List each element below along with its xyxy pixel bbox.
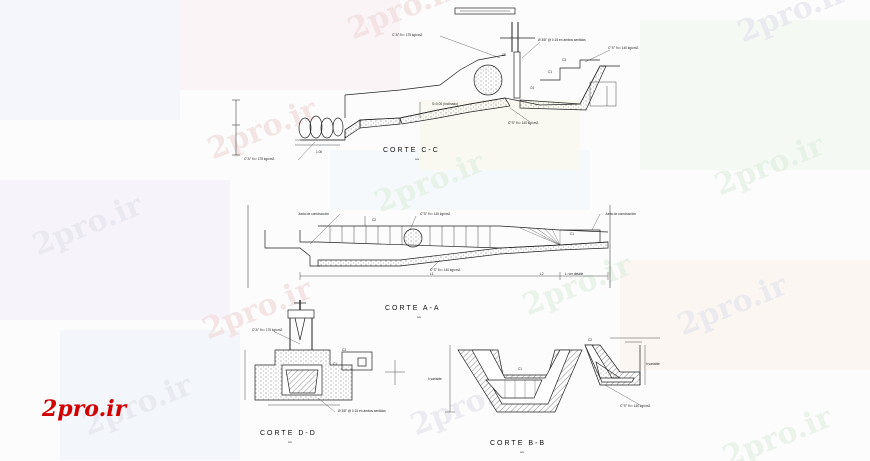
riprap-stone [298,117,312,139]
section-aa [247,205,611,288]
aa-dim-detail: L: ver detalle [565,272,584,276]
section-scale-bb: s/e [520,450,525,454]
brand-logo[interactable]: 2pro.ir [42,396,127,422]
aa-level-c1: C1 [570,232,575,236]
aa-dim-l2: L2 [540,272,544,276]
bb-right-dim: h variable [646,362,660,366]
bb-level-c1: C1 [518,367,523,371]
cc-concrete-left-note: C°A° f'c= 175 kg/cm2. [244,157,276,161]
section-title-dd: CORTE D-D [260,430,317,437]
aa-level-c2: C2 [372,218,377,222]
gate-block [473,64,503,96]
gate-block [403,228,423,248]
cc-level-c5: C5 [502,53,507,57]
leader-lines [274,35,641,413]
section-scale-cc: s/e [415,157,420,161]
cc-concrete-bottom-note: C°S° f'c= 140 kg/cm2. [508,121,540,125]
cc-level-c1: C1 [548,70,553,74]
section-title-bb: CORTE B-B [490,440,546,447]
cc-level-c3: C3 [562,58,567,62]
cc-level-c4: C4 [530,86,535,90]
aa-concrete-top-note: C°S° f'c= 140 kg/cm2. [420,212,452,216]
section-bb [445,337,660,413]
bb-level-c2: C2 [588,338,593,342]
aa-joint-left-note: Junta de construcción [298,212,330,216]
bb-left-dim: h variable [428,377,442,381]
dd-concrete-note: C°A° f'c= 175 kg/cm2. [252,328,284,332]
section-dd [244,300,405,406]
dd-rebar-note: Ø 3/8" @ 0.15 en ambos sentidos [338,409,386,413]
aa-dim-l1: L1 [430,272,434,276]
section-scale-dd: s/e [288,440,293,444]
section-title-aa: CORTE A-A [385,305,441,312]
cc-rebar-note: Ø 3/8" @ 0.15 en ambos sentidos [538,38,586,42]
cc-dim-bottom: 1.00 [316,150,323,154]
aa-concrete-bottom-note: C°S° f'c= 140 kg/cm2. [430,268,462,272]
cc-grade-note: S=0.00 (Inclinado) [432,102,458,106]
cc-concrete-top-note: C°A° f'c= 175 kg/cm2. [392,33,424,37]
section-scale-aa: s/e [417,315,422,319]
section-title-cc: CORTE C-C [383,147,440,154]
dd-level-c1: C1 [333,362,338,366]
bb-concrete-note: C°S° f'c= 140 kg/cm2. [620,404,652,408]
riprap-stone [309,115,323,139]
section-cc [232,7,620,156]
cc-concrete-right-note: C°S° f'c= 140 kg/cm2. [608,46,640,50]
dd-level-c3: C3 [342,348,347,352]
riprap-stone [332,117,344,137]
aa-joint-right-note: Junta de construcción [605,212,637,216]
riprap-stone [320,117,334,139]
